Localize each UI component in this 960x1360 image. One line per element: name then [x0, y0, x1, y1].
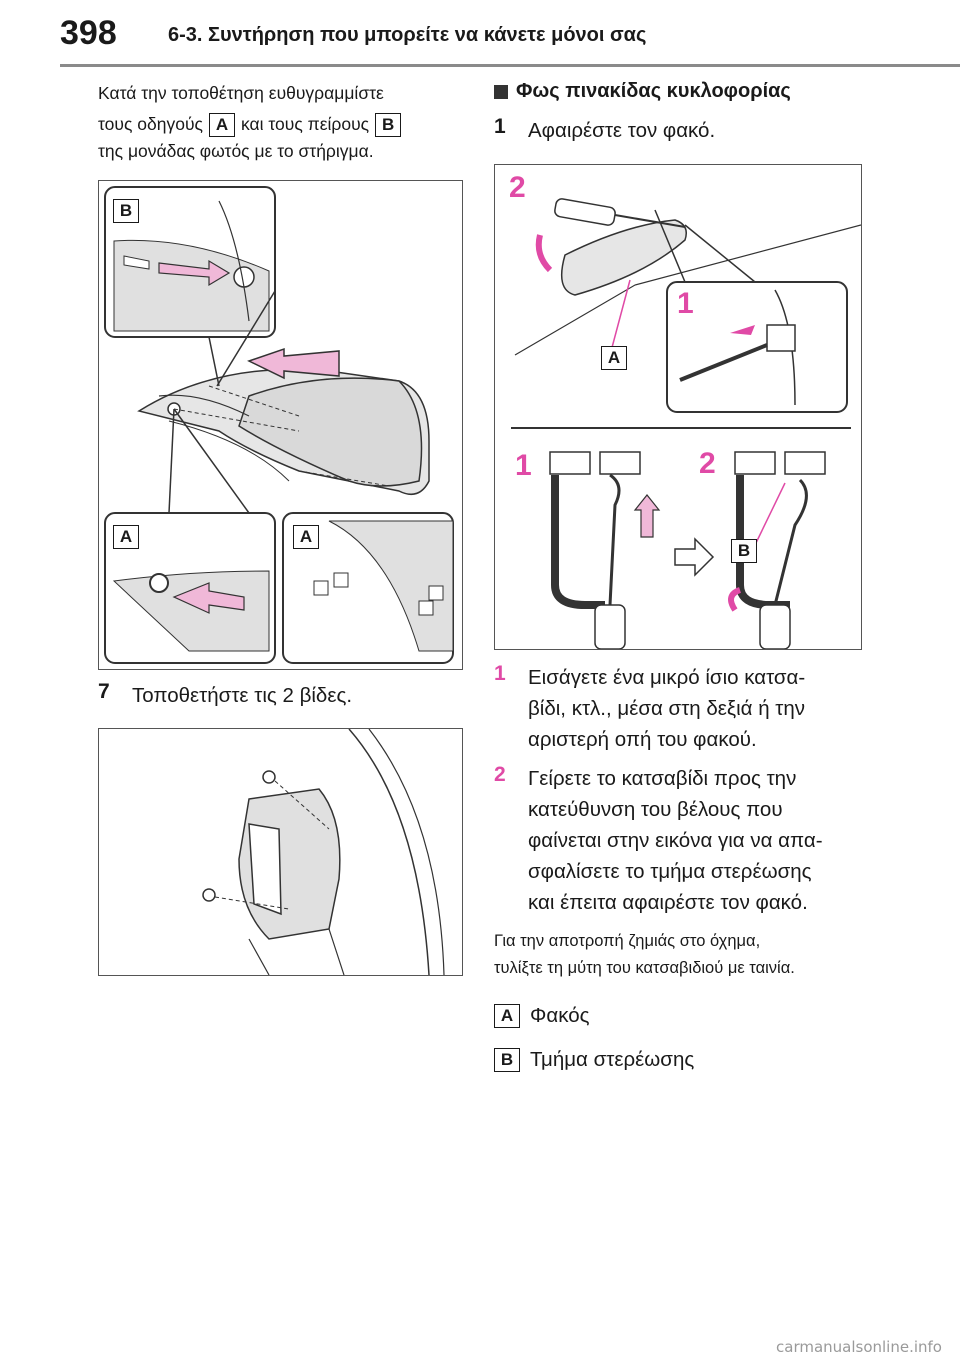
- section-title: Φως πινακίδας κυκλοφορίας: [494, 80, 864, 103]
- substep-1-line-2: βίδι, κτλ., μέσα στη δεξιά ή την: [528, 697, 806, 720]
- step-7: 7 Τοποθετήστε τις 2 βίδες.: [98, 680, 468, 711]
- figure-lens-removal: 2 1 A 1 2 B: [494, 164, 862, 650]
- figure-install-screws-drawing: [202, 728, 445, 976]
- substep-2-line-2: κατεύθυνση του βέλους που: [528, 798, 783, 821]
- page-number: 398: [60, 14, 117, 52]
- page-header: 398 6-3. Συντήρηση που μπορείτε να κάνετ…: [0, 0, 960, 67]
- section-title-text: Φως πινακίδας κυκλοφορίας: [516, 80, 791, 102]
- step-1: 1 Αφαιρέστε τον φακό.: [494, 115, 864, 146]
- note-line-2: τυλίξτε τη μύτη του κατσαβιδιού με ταινί…: [494, 959, 795, 977]
- legend-label-a: Φακός: [530, 1004, 590, 1027]
- figure-callout-a-right: A: [293, 525, 319, 549]
- watermark[interactable]: carmanualsonline.info: [776, 1338, 942, 1356]
- figure-callout-a: A: [601, 346, 627, 370]
- step-7-text: Τοποθετήστε τις 2 βίδες.: [132, 684, 353, 707]
- substep-2-number: 2: [494, 763, 506, 786]
- legend-tag-a: A: [494, 1004, 520, 1028]
- substep-2-line-4: σφαλίσετε το τμήμα στερέωσης: [528, 860, 812, 883]
- figure-light-unit-install-drawing: [104, 186, 454, 664]
- note-line-1: Για την αποτροπή ζημιάς στο όχημα,: [494, 932, 761, 950]
- callout-tag-b: B: [375, 113, 402, 138]
- chapter-title: 6-3. Συντήρηση που μπορείτε να κάνετε μό…: [168, 24, 647, 46]
- figure-callout-b-right: B: [731, 539, 757, 563]
- substep-1-line-3: αριστερή οπή του φακού.: [528, 728, 757, 751]
- substep-1-text: Εισάγετε ένα μικρό ίσιο κατσα- βίδι, κτλ…: [528, 662, 805, 755]
- figure-callout-a-left: A: [113, 525, 139, 549]
- step-1-text: Αφαιρέστε τον φακό.: [528, 119, 716, 142]
- substep-2-line-5: και έπειτα αφαιρέστε τον φακό.: [528, 891, 808, 914]
- legend-tag-b: B: [494, 1048, 520, 1072]
- callout-tag-a: A: [208, 113, 235, 138]
- figure-label-2-bottom: 2: [699, 447, 716, 480]
- substep-2-line-3: φαίνεται στην εικόνα για να απα-: [528, 829, 823, 852]
- step-7-number: 7: [98, 680, 110, 703]
- intro-line-3: της μονάδας φωτός με το στήριγμα.: [98, 141, 374, 161]
- intro-line-2a: τους οδηγούς: [98, 114, 203, 134]
- right-column: Φως πινακίδας κυκλοφορίας 1 Αφαιρέστε το…: [494, 80, 864, 146]
- note: Για την αποτροπή ζημιάς στο όχημα, τυλίξ…: [494, 928, 874, 982]
- substep-2-line-1: Γείρετε το κατσαβίδι προς την: [528, 767, 797, 790]
- section-bullet-icon: [494, 84, 508, 99]
- legend-row-b: B Τμήμα στερέωσης: [494, 1048, 874, 1072]
- legend-row-a: A Φακός: [494, 1004, 874, 1028]
- figure-light-unit-install: B A A: [98, 180, 463, 670]
- figure-install-screws: [98, 728, 463, 976]
- figure-label-1-top: 1: [677, 287, 694, 320]
- substep-1-number: 1: [494, 662, 506, 685]
- intro-line-2b: και τους πείρους: [240, 114, 370, 134]
- legend-label-b: Τμήμα στερέωσης: [530, 1048, 695, 1071]
- step-1-number: 1: [494, 115, 506, 138]
- substep-1: 1 Εισάγετε ένα μικρό ίσιο κατσα- βίδι, κ…: [494, 662, 874, 755]
- substep-2-text: Γείρετε το κατσαβίδι προς την κατεύθυνση…: [528, 763, 823, 918]
- substeps: 1 Εισάγετε ένα μικρό ίσιο κατσα- βίδι, κ…: [494, 662, 874, 1072]
- intro-line-1: Κατά την τοποθέτηση ευθυγραμμίστε: [98, 83, 384, 103]
- header-rule: [60, 64, 960, 67]
- figure-label-2-top: 2: [509, 171, 526, 204]
- substep-1-line-1: Εισάγετε ένα μικρό ίσιο κατσα-: [528, 666, 806, 689]
- figure-label-1-bottom: 1: [515, 449, 532, 482]
- figure-lens-removal-drawing: [511, 198, 862, 650]
- substep-2: 2 Γείρετε το κατσαβίδι προς την κατεύθυν…: [494, 763, 874, 918]
- left-column: Κατά την τοποθέτηση ευθυγραμμίστε τους ο…: [98, 80, 468, 165]
- figure-callout-b: B: [113, 199, 139, 223]
